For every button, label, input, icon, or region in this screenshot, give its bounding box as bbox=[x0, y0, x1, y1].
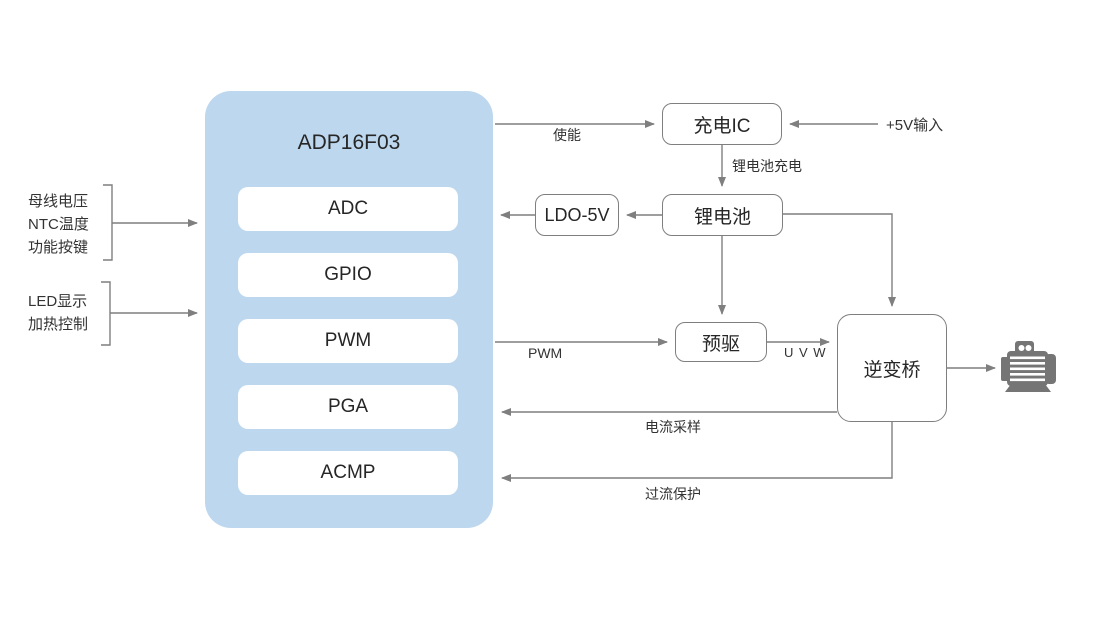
input-line-buttons: 功能按键 bbox=[28, 239, 89, 256]
module-pga: PGA bbox=[238, 385, 458, 429]
node-predriver: 预驱 bbox=[675, 322, 767, 362]
node-ldo-5v: LDO-5V bbox=[535, 194, 619, 236]
input-group-sense: 母线电压 NTC温度 功能按键 bbox=[28, 190, 89, 259]
edge-overcurrent bbox=[501, 422, 893, 482]
node-battery: 锂电池 bbox=[662, 194, 783, 236]
mcu-title: ADP16F03 bbox=[297, 131, 401, 154]
label-pwm: PWM bbox=[528, 345, 563, 361]
bracket-control-outputs bbox=[101, 281, 111, 346]
output-line-heating: 加热控制 bbox=[28, 316, 89, 333]
node-inverter-bridge: 逆变桥 bbox=[837, 314, 947, 422]
module-acmp: ACMP bbox=[238, 451, 458, 495]
output-line-led: LED显示 bbox=[28, 293, 88, 310]
edge-battery-to-inverter bbox=[783, 213, 896, 307]
label-uvw: U V W bbox=[784, 345, 827, 360]
module-pwm: PWM bbox=[238, 319, 458, 363]
node-charger-ic: 充电IC bbox=[662, 103, 782, 145]
label-5v-input: +5V输入 bbox=[886, 117, 944, 134]
label-battery-charge: 锂电池充电 bbox=[732, 158, 802, 174]
mcu-block: ADP16F03 ADC GPIO PWM PGA ACMP bbox=[205, 91, 493, 528]
bracket-sense-inputs bbox=[103, 184, 113, 261]
motor-icon bbox=[1001, 341, 1056, 392]
label-current-sample: 电流采样 bbox=[645, 419, 701, 435]
module-gpio: GPIO bbox=[238, 253, 458, 297]
input-group-control: LED显示 加热控制 bbox=[28, 290, 88, 336]
input-line-ntc-temp: NTC温度 bbox=[28, 216, 89, 233]
label-enable: 使能 bbox=[553, 127, 581, 143]
input-line-bus-voltage: 母线电压 bbox=[28, 193, 89, 210]
module-adc: ADC bbox=[238, 187, 458, 231]
label-overcurrent: 过流保护 bbox=[645, 486, 701, 502]
